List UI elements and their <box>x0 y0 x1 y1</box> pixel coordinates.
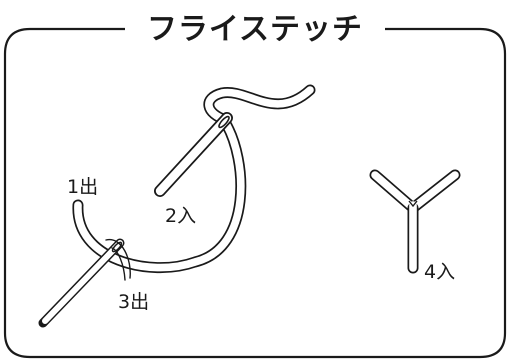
needle-upper <box>154 112 233 197</box>
label-in-4: 4入 <box>424 261 455 283</box>
label-out-1: 1出 <box>67 176 98 198</box>
diagram-frame <box>3 27 507 359</box>
stitch-loop <box>72 116 247 274</box>
diagram-title: フライステッチ <box>147 12 363 47</box>
label-in-2: 2入 <box>165 205 196 227</box>
label-out-3: 3出 <box>118 291 149 313</box>
thread-through-needle <box>105 239 131 281</box>
thread-tail <box>203 84 316 126</box>
needle-upper-eye <box>218 115 230 129</box>
needle-lower <box>38 238 125 328</box>
finished-fly-stitch <box>369 169 461 274</box>
